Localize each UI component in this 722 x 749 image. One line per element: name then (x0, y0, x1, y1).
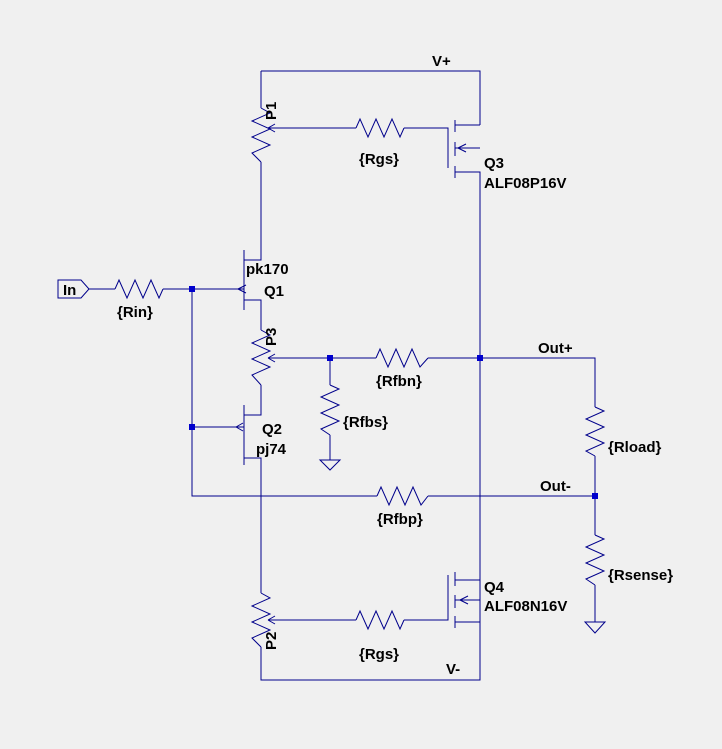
resistor-rfbp (376, 485, 429, 507)
input-port-label: In (63, 282, 76, 299)
label-p3: P3 (263, 328, 280, 346)
resistor-rin (114, 278, 164, 300)
label-rfbp: {Rfbp} (377, 511, 423, 528)
potentiometers (250, 107, 278, 648)
transistor-q1 (232, 250, 247, 310)
wire-p3-q2 (244, 385, 262, 416)
net-label-vminus: V- (446, 661, 460, 678)
wire-q1-p3 (244, 299, 262, 330)
wire-rfbn-out (428, 357, 596, 407)
net-label-vplus: V+ (432, 53, 451, 70)
label-p1: P1 (263, 102, 280, 120)
wire-p1-q1 (244, 162, 262, 261)
label-p2: P2 (263, 632, 280, 650)
label-q1-ref: Q1 (264, 283, 284, 300)
transistor-q2 (232, 405, 245, 465)
wires (89, 70, 596, 681)
resistor-rfbs (319, 384, 341, 436)
potentiometer-p3 (250, 329, 278, 386)
junction-in (189, 286, 195, 292)
label-q3-ref: Q3 (484, 155, 504, 172)
ground-rfbs (318, 459, 342, 471)
resistor-rgs-top (355, 117, 405, 139)
label-rin: {Rin} (117, 304, 153, 321)
label-rgs-bottom: {Rgs} (359, 646, 399, 663)
resistor-rfbn (375, 347, 429, 369)
labels: V+ V- Out+ Out- P1 P3 P2 pk170 Q1 Q2 pj7… (117, 53, 673, 678)
potentiometer-p2 (250, 592, 278, 648)
label-rsense: {Rsense} (608, 567, 673, 584)
transistor-q4 (447, 572, 480, 628)
label-rload: {Rload} (608, 439, 662, 456)
wire-in-vertical (191, 289, 377, 497)
wire-q4-gate (404, 575, 449, 621)
label-q3-model: ALF08P16V (484, 175, 567, 192)
label-q4-model: ALF08N16V (484, 598, 567, 615)
wire-q4-source (260, 621, 481, 681)
potentiometer-p1 (250, 107, 278, 163)
resistor-rsense (584, 534, 606, 586)
net-label-out-plus: Out+ (538, 340, 573, 357)
wire-q2-p2 (244, 457, 262, 593)
junction-q2-gate (189, 424, 195, 430)
input-port-in: In (57, 279, 90, 299)
transistors (232, 120, 480, 628)
resistor-rgs-bottom (355, 609, 405, 631)
label-rgs-top: {Rgs} (359, 151, 399, 168)
label-q4-ref: Q4 (484, 579, 505, 596)
transistor-q3 (447, 120, 480, 178)
wire-q3-gate (404, 127, 449, 162)
label-q2-model: pj74 (256, 441, 287, 458)
net-label-out-minus: Out- (540, 478, 571, 495)
junctions (189, 286, 598, 499)
label-q2-ref: Q2 (262, 421, 282, 438)
junction-out-minus (592, 493, 598, 499)
junction-rfbs (327, 355, 333, 361)
resistor-rload (584, 406, 606, 457)
junction-out-plus (477, 355, 483, 361)
label-rfbs: {Rfbs} (343, 414, 388, 431)
ground-rsense (583, 621, 607, 634)
wire-q3-drain (462, 171, 481, 640)
wire-vplus-rail (261, 70, 481, 125)
resistors (114, 117, 606, 631)
label-rfbn: {Rfbn} (376, 373, 422, 390)
label-q1-model: pk170 (246, 261, 289, 278)
